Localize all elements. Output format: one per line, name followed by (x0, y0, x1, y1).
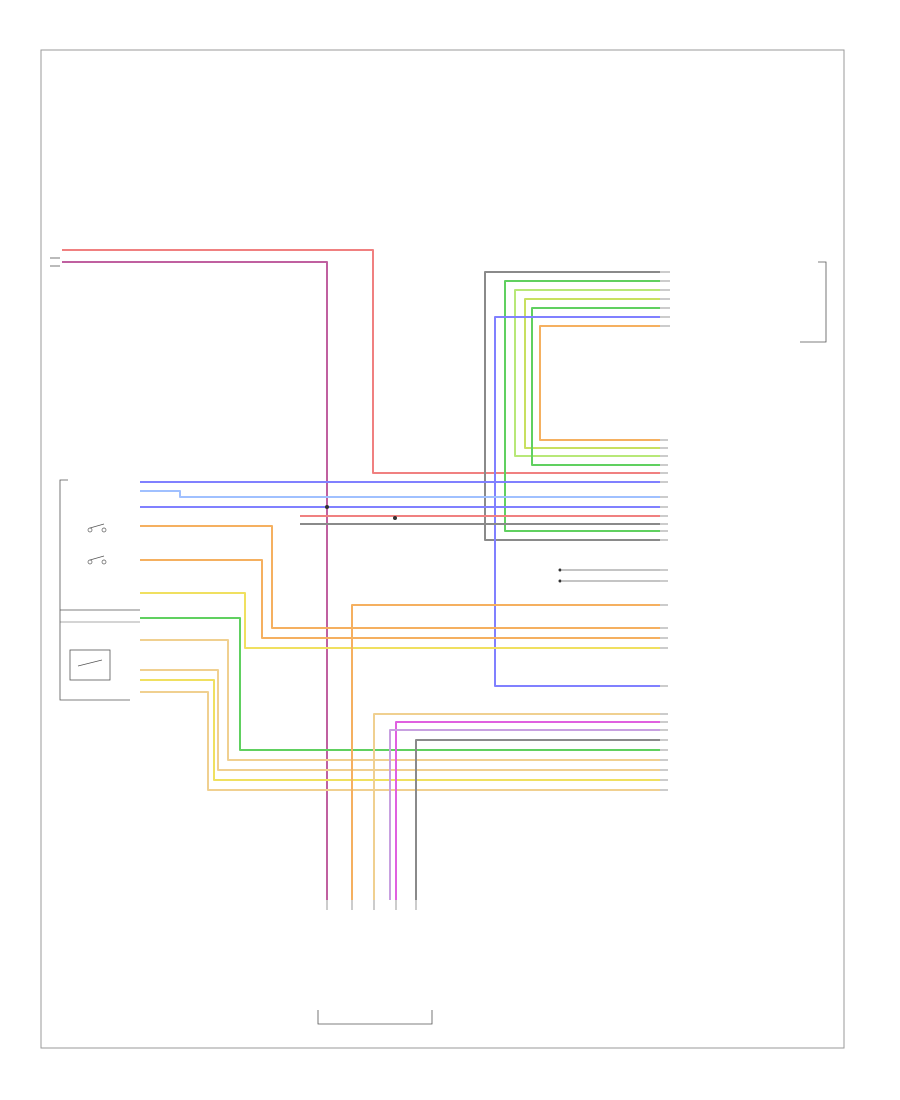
wire-blue-top (494, 316, 660, 687)
top-right-connector-bracket (800, 261, 827, 343)
wire-tan-bottom (373, 713, 660, 900)
wire-magenta-bottom (395, 721, 660, 900)
wire-orange-top (539, 325, 660, 441)
wire-tan-left-3 (140, 691, 660, 791)
bottom-connector-bracket (317, 1010, 433, 1025)
wire-green-top-2 (514, 289, 660, 457)
wire-red (62, 249, 660, 474)
wire-orange-left-2 (140, 559, 660, 639)
wire-light-blue-mid (140, 490, 660, 498)
splice-dot-2 (558, 568, 562, 572)
wire-green-left (140, 617, 660, 751)
splice-dot-icon (325, 505, 329, 509)
diagram-frame (40, 49, 845, 1049)
seat-switch-icon (87, 523, 107, 565)
wire-light-purple-bottom (389, 729, 660, 900)
wire-green-top-1 (504, 280, 660, 532)
wire-yellowgreen-top (524, 298, 660, 449)
wire-yellow-left-1 (140, 592, 660, 649)
wire-green-top-3 (531, 307, 660, 466)
right-connector-pins (660, 439, 668, 791)
wire-grey-top (484, 271, 660, 541)
wire-pink-purple (62, 261, 328, 900)
wire-orange-bottom-1 (351, 604, 660, 900)
wire-tan-left-1 (140, 639, 660, 761)
left-module-bracket (59, 479, 130, 701)
motor-icon (69, 649, 111, 681)
splice-dot-3 (558, 579, 562, 583)
wire-grey-bottom (415, 739, 660, 900)
wire-yellow-left-2 (140, 679, 660, 781)
wire-tan-left-2 (140, 669, 660, 771)
bottom-connector-pins (326, 900, 417, 910)
wire-orange-left-1 (140, 525, 660, 629)
center-device-dot (393, 516, 397, 520)
top-right-connector-pins (660, 271, 670, 327)
